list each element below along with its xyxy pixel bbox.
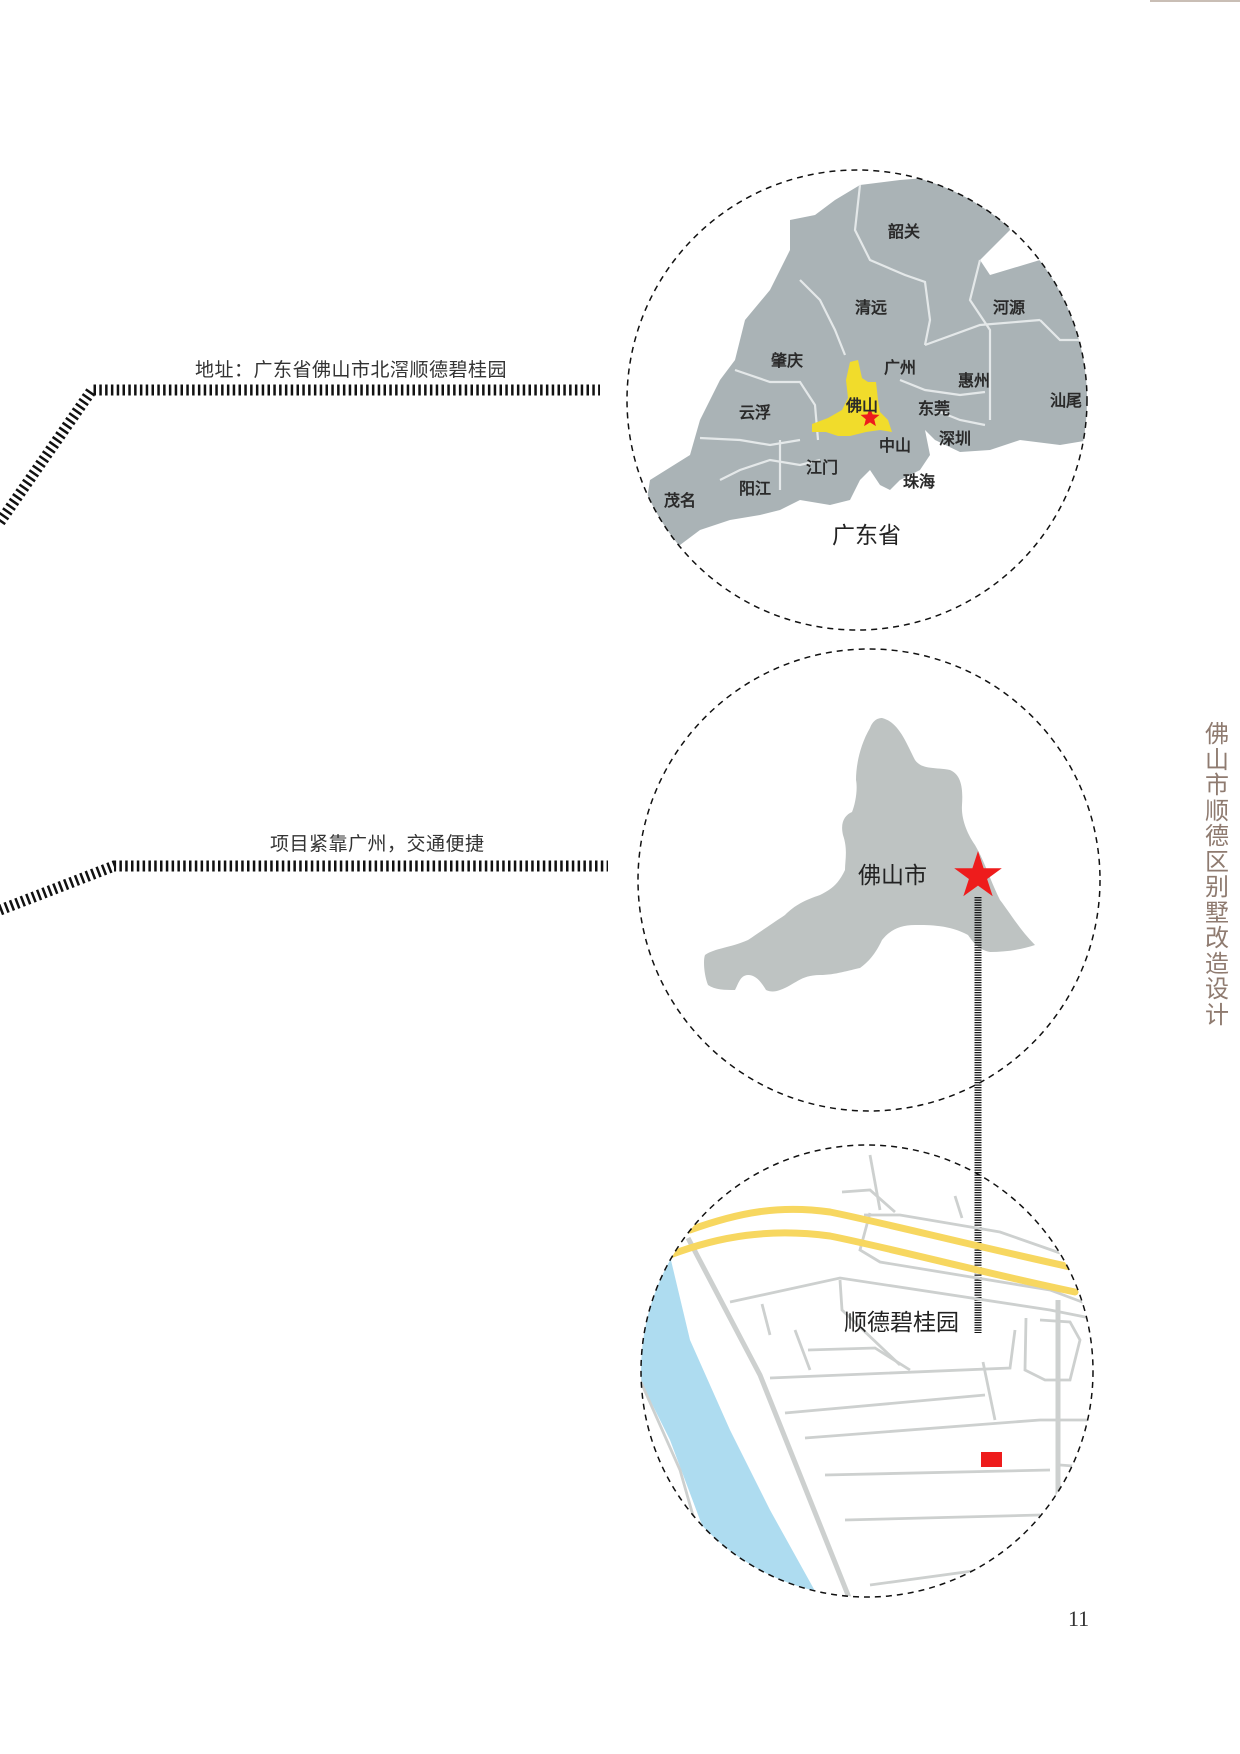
side-title-char: 计	[1205, 1000, 1229, 1029]
side-title-char: 造	[1205, 949, 1229, 978]
city-label: 汕尾	[1050, 391, 1082, 410]
river	[641, 1256, 820, 1597]
city-label: 阳江	[739, 479, 771, 498]
city-label: 惠州	[958, 371, 990, 390]
top-rule	[1150, 0, 1240, 2]
side-title-char: 区	[1205, 847, 1229, 876]
traffic-text: 项目紧靠广州，交通便捷	[270, 833, 485, 855]
foshan-landmass	[704, 718, 1035, 992]
city-map: 佛山市	[637, 648, 1101, 1112]
province-map: 韶关 清远 河源 肇庆 广州 惠州 佛山 东莞 云浮 汕尾 深圳 中山 江门 珠…	[626, 169, 1088, 631]
city-label: 云浮	[739, 403, 771, 422]
site-map: 顺德碧桂园	[640, 1144, 1094, 1598]
side-title-char: 山	[1205, 745, 1229, 774]
leader-line-address	[0, 384, 600, 526]
side-title-char: 佛	[1205, 720, 1229, 748]
city-label: 清远	[855, 298, 887, 317]
city-label: 珠海	[903, 472, 935, 491]
side-title-char: 设	[1205, 975, 1229, 1003]
side-title-char: 墅	[1205, 898, 1229, 927]
city-label: 广州	[884, 358, 916, 377]
city-label: 佛山	[845, 396, 878, 415]
page-number: 11	[1068, 1606, 1090, 1631]
side-title: 佛山市顺德区别墅改造设计	[1202, 720, 1232, 1029]
site-title: 顺德碧桂园	[844, 1310, 959, 1336]
province-landmass	[640, 176, 1087, 545]
side-title-char: 德	[1205, 822, 1229, 850]
leader-line-traffic	[0, 860, 608, 916]
side-title-char: 顺	[1205, 796, 1229, 825]
city-title: 佛山市	[858, 863, 927, 889]
city-label: 中山	[879, 436, 911, 455]
site-marker	[981, 1452, 1002, 1467]
address-text: 地址：广东省佛山市北滘顺德碧桂园	[195, 359, 508, 381]
city-label: 肇庆	[770, 351, 803, 370]
city-label: 茂名	[664, 491, 696, 510]
side-title-char: 别	[1205, 873, 1229, 901]
city-label: 深圳	[939, 429, 971, 448]
city-label: 河源	[993, 298, 1025, 317]
city-label: 江门	[806, 458, 838, 477]
side-title-char: 市	[1205, 771, 1229, 799]
city-label: 东莞	[918, 399, 950, 418]
foshan-star-icon	[860, 408, 880, 427]
city-label: 韶关	[888, 222, 920, 241]
province-title: 广东省	[832, 523, 901, 549]
side-title-char: 改	[1205, 924, 1229, 952]
site-star-icon	[954, 851, 1002, 897]
